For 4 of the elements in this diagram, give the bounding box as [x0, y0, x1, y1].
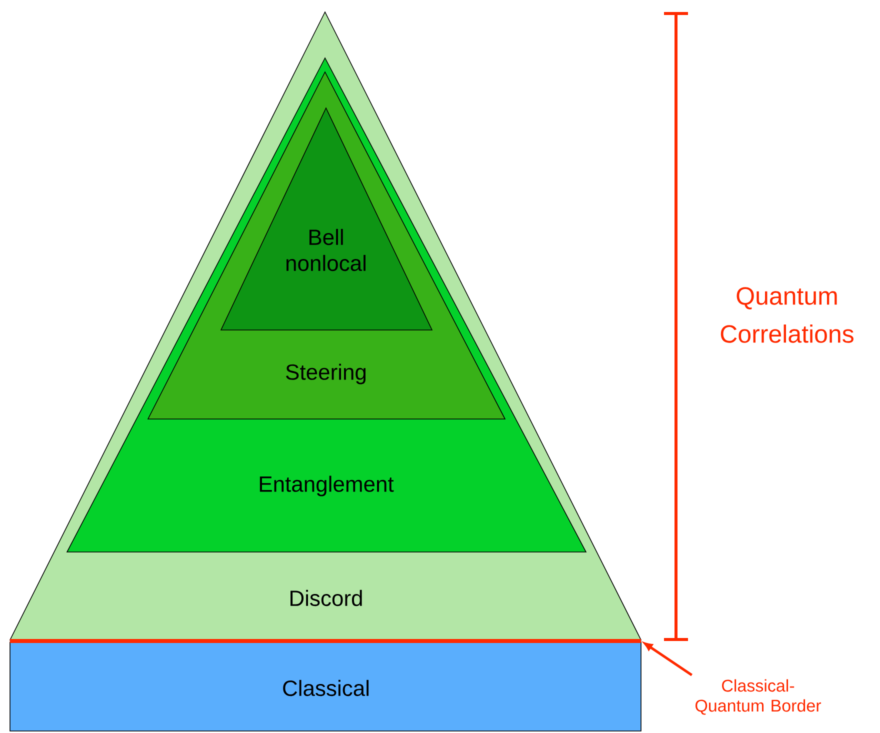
classical-box: Classical [10, 642, 642, 732]
arrow [644, 642, 692, 676]
bracket-label: Quantum Correlations [720, 287, 854, 343]
border-label: Classical-Quantum Border [696, 679, 822, 715]
